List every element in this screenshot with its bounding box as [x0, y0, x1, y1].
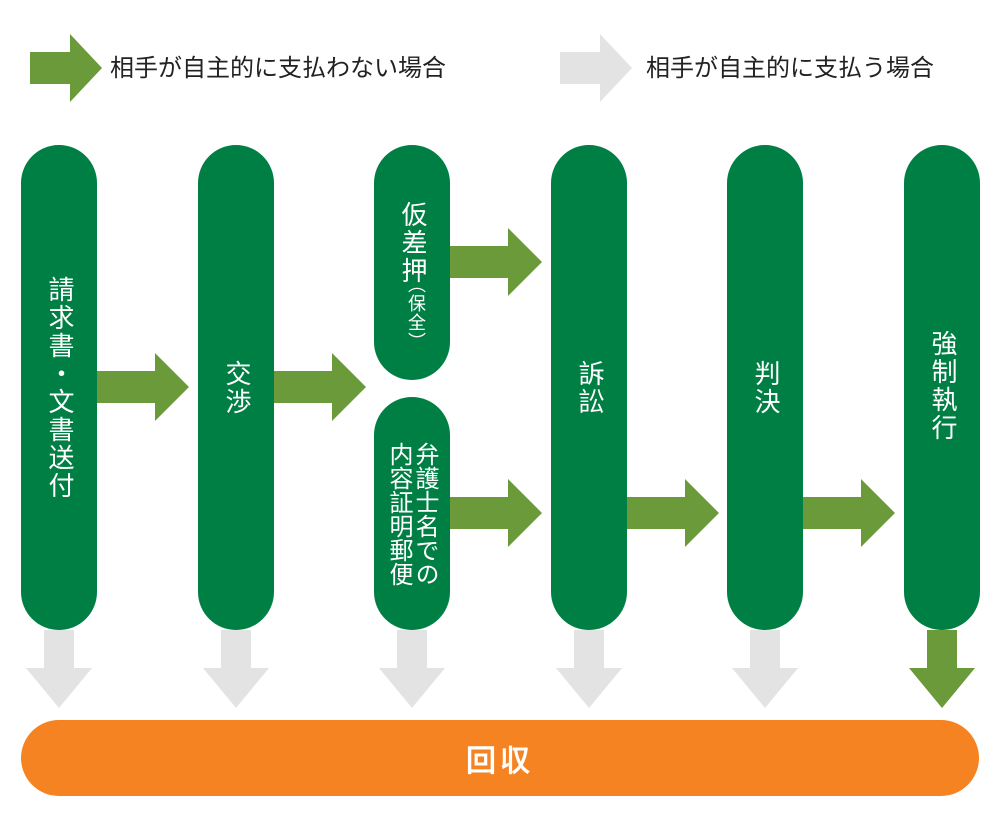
step-provisional-attachment-sub: （保全） [405, 275, 426, 351]
step-judgment: 判決 [727, 145, 803, 630]
legend-gray-label: 相手が自主的に支払う場合 [646, 54, 934, 82]
legend-green-arrow [30, 34, 102, 102]
step-lawsuit-label: 訴訟 [574, 359, 604, 416]
down-arrow-negotiation [203, 630, 269, 708]
down-arrow-judgment [732, 630, 798, 708]
step-provisional-attachment-label: 仮差押 [397, 200, 427, 285]
result-collection: 回収 [21, 720, 979, 796]
down-arrow-letter [379, 630, 445, 708]
step-provisional-attachment: 仮差押 （保全） [374, 145, 450, 380]
down-arrow-enforcement [909, 630, 975, 708]
step-demand-letter: 請求書・文書送付 [21, 145, 97, 630]
step-lawyer-certified-mail-line2: 内容証明郵便 [385, 441, 413, 586]
arrow-demand-to-negotiation [97, 353, 189, 421]
arrow-lawsuit-to-judgment [627, 479, 719, 547]
step-compulsory-execution-label: 強制執行 [927, 330, 957, 442]
legend-green-label: 相手が自主的に支払わない場合 [110, 54, 446, 82]
arrow-provisional-to-lawsuit [450, 228, 542, 296]
result-collection-label: 回収 [466, 744, 534, 779]
arrow-negotiation-to-next [274, 353, 366, 421]
step-judgment-label: 判決 [750, 359, 780, 416]
step-lawyer-certified-mail-line1: 弁護士名での [411, 441, 439, 586]
step-negotiation: 交渉 [198, 145, 274, 630]
step-demand-letter-label: 請求書・文書送付 [44, 275, 74, 500]
legend-gray-arrow [560, 34, 632, 102]
step-lawyer-certified-mail: 弁護士名での 内容証明郵便 [374, 397, 450, 630]
down-arrow-lawsuit [556, 630, 622, 708]
arrow-judgment-to-enforcement [803, 479, 895, 547]
arrow-letter-to-lawsuit [450, 479, 542, 547]
step-negotiation-label: 交渉 [221, 359, 251, 416]
step-lawsuit: 訴訟 [551, 145, 627, 630]
down-arrow-demand [26, 630, 92, 708]
step-compulsory-execution: 強制執行 [904, 145, 980, 630]
